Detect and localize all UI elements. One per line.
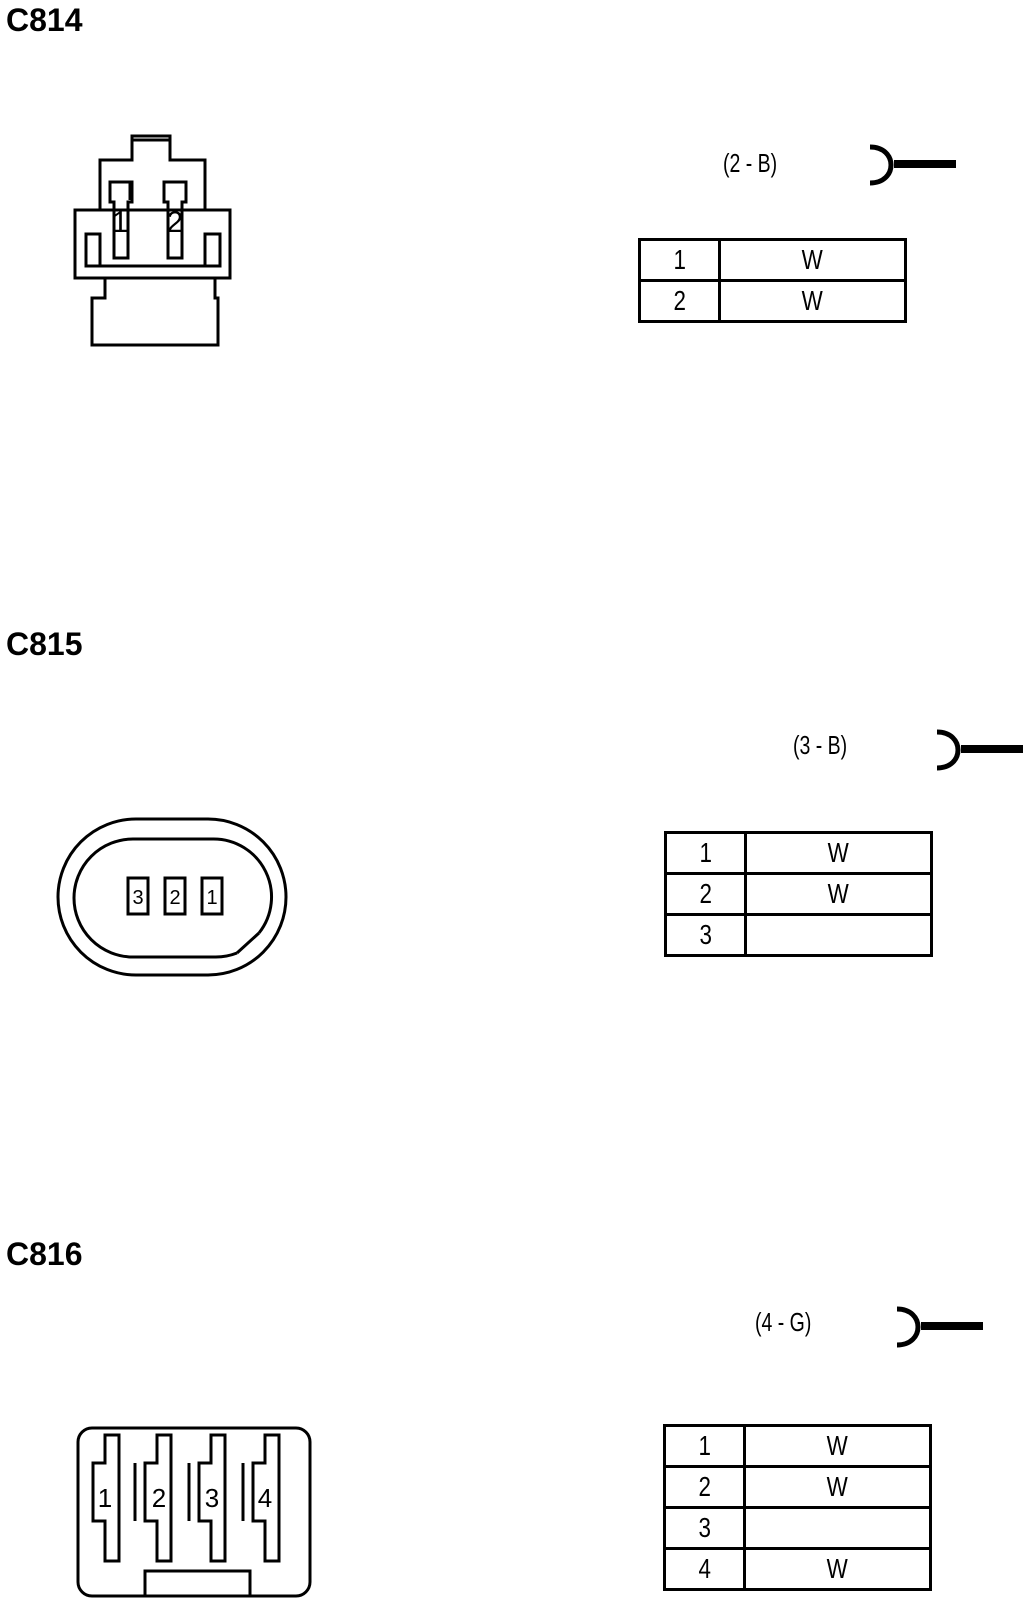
table-row: 2 W [664, 872, 933, 916]
table-row: 1 W [638, 238, 907, 282]
connector-title-c816: C816 [6, 1236, 83, 1272]
wire-color: W [801, 244, 824, 275]
pin-number: 1 [698, 1430, 711, 1461]
pin-table-c816: 1 W 2 W 3 4 W [663, 1424, 932, 1591]
pin-number: 2 [699, 878, 712, 909]
face-label-c816-3: 3 [205, 1483, 219, 1513]
pin-table-c814: 1 W 2 W [638, 238, 907, 323]
plug-icon [896, 1306, 983, 1348]
pin-number: 1 [673, 244, 686, 275]
connector-title-c815: C815 [6, 626, 83, 662]
table-row: 2 W [663, 1465, 932, 1509]
table-row: 1 W [663, 1424, 932, 1468]
pin-number: 3 [699, 919, 712, 950]
table-row: 2 W [638, 279, 907, 323]
plug-icon [869, 144, 956, 186]
wire-color: W [827, 878, 850, 909]
face-label-c815-2: 2 [169, 887, 180, 909]
face-label-c816-1: 1 [98, 1483, 112, 1513]
connector-code-c815: (3 - B) [793, 730, 848, 760]
wire-color: W [826, 1430, 849, 1461]
table-row: 1 W [664, 831, 933, 875]
plug-icon [936, 729, 1023, 771]
pin-number: 2 [673, 285, 686, 316]
face-label-c815-1: 1 [206, 887, 217, 909]
wire-color: W [801, 285, 824, 316]
face-label-c814-1: 1 [112, 206, 129, 239]
face-label-c815-3: 3 [132, 887, 143, 909]
connector-code-c814: (2 - B) [723, 148, 778, 178]
pin-number: 3 [698, 1512, 711, 1543]
pin-number: 2 [698, 1471, 711, 1502]
connector-face-c816: 1 2 3 4 [76, 1426, 312, 1598]
connector-title-c814: C814 [6, 2, 83, 38]
face-label-c816-4: 4 [258, 1483, 272, 1513]
table-row: 3 [664, 913, 933, 957]
wire-color: W [826, 1471, 849, 1502]
wire-color: W [827, 837, 850, 868]
table-row: 4 W [663, 1547, 932, 1591]
connector-code-c816: (4 - G) [755, 1307, 812, 1337]
connector-face-c815: 3 2 1 [56, 817, 288, 977]
pin-number: 4 [698, 1553, 711, 1584]
table-row: 3 [663, 1506, 932, 1550]
connector-face-c814: 1 2 [73, 134, 232, 347]
face-label-c816-2: 2 [152, 1483, 166, 1513]
wire-color: W [826, 1553, 849, 1584]
pin-table-c815: 1 W 2 W 3 [664, 831, 933, 957]
face-label-c814-2: 2 [167, 206, 184, 239]
pin-number: 1 [699, 837, 712, 868]
